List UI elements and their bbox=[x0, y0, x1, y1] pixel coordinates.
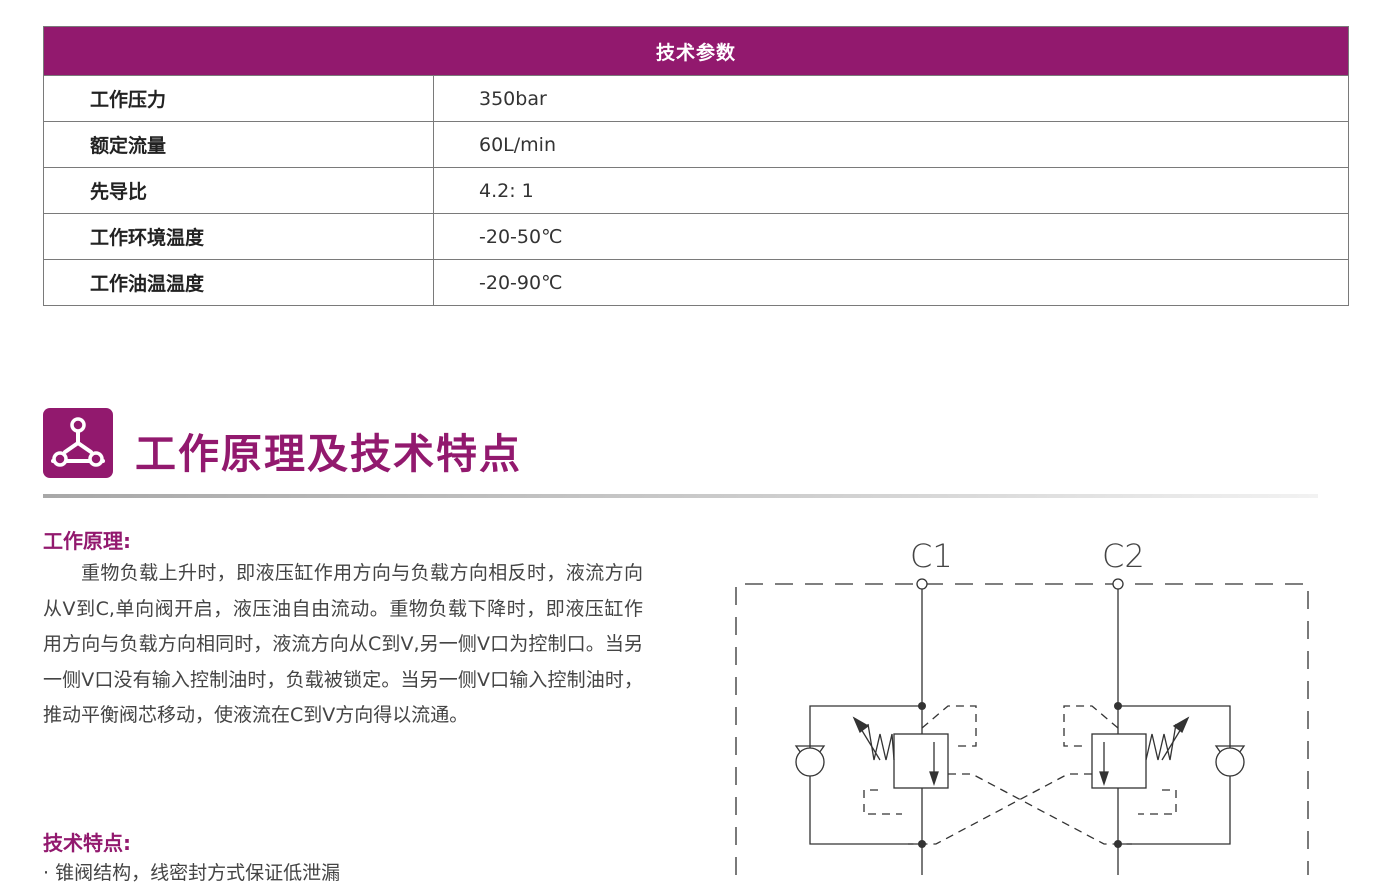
spec-value: 4.2: 1 bbox=[433, 167, 1349, 214]
spec-label: 额定流量 bbox=[43, 121, 434, 168]
list-item: · 锥阀结构，线密封方式保证低泄漏 bbox=[43, 862, 341, 884]
spec-value: -20-50℃ bbox=[433, 213, 1349, 260]
table-row: 工作环境温度 -20-50℃ bbox=[43, 213, 1349, 260]
principle-text: 重物负载上升时，即液压缸作用方向与负载方向相反时，液流方向从V到C,单向阀开启，… bbox=[43, 562, 643, 727]
spec-value: 60L/min bbox=[433, 121, 1349, 168]
spec-label: 工作压力 bbox=[43, 75, 434, 122]
network-nodes-icon bbox=[43, 408, 113, 478]
spec-label: 工作油温温度 bbox=[43, 259, 434, 306]
spec-value: -20-90℃ bbox=[433, 259, 1349, 306]
port-label-c1: C1 bbox=[910, 537, 953, 575]
spec-value: 350bar bbox=[433, 75, 1349, 122]
hydraulic-circuit-diagram: C1 C2 bbox=[735, 537, 1309, 875]
table-row: 额定流量 60L/min bbox=[43, 121, 1349, 168]
table-row: 工作油温温度 -20-90℃ bbox=[43, 259, 1349, 306]
table-row: 先导比 4.2: 1 bbox=[43, 167, 1349, 214]
port-label-c2: C2 bbox=[1102, 537, 1145, 575]
table-row: 工作压力 350bar bbox=[43, 75, 1349, 122]
features-heading: 技术特点: bbox=[43, 831, 131, 855]
spec-label: 工作环境温度 bbox=[43, 213, 434, 260]
spec-table-header: 技术参数 bbox=[43, 26, 1349, 76]
section-title: 工作原理及技术特点 bbox=[135, 430, 522, 478]
spec-label: 先导比 bbox=[43, 167, 434, 214]
principle-heading: 工作原理: bbox=[43, 529, 131, 553]
section-divider bbox=[43, 494, 1318, 498]
spec-table: 技术参数 工作压力 350bar 额定流量 60L/min 先导比 4.2: 1… bbox=[43, 26, 1349, 306]
